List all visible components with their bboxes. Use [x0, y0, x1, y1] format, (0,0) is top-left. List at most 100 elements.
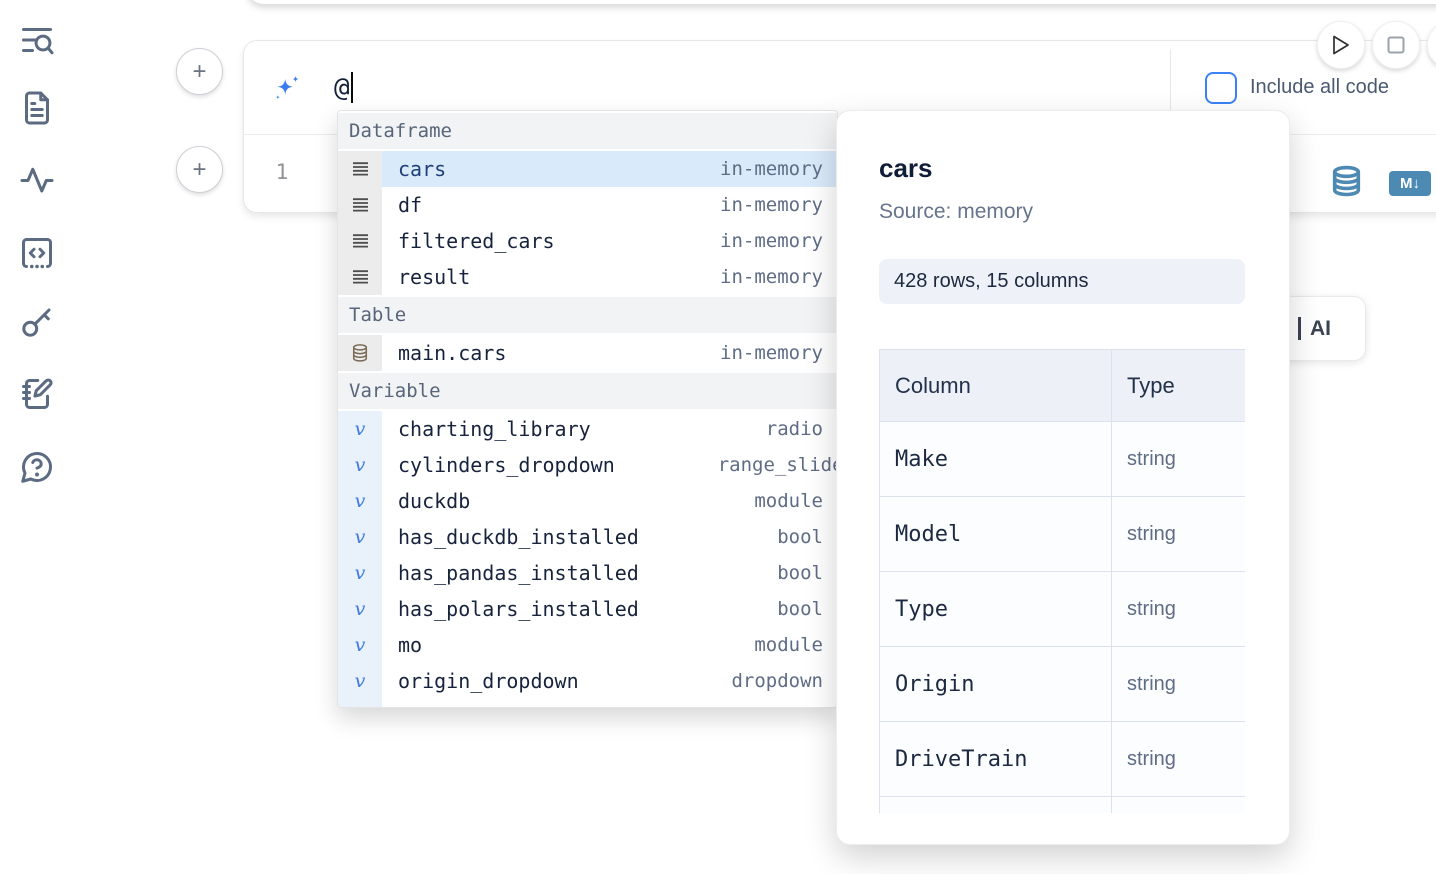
autocomplete-item-filtered_cars[interactable]: filtered_cars in-memory	[338, 223, 837, 259]
item-type: in-memory	[720, 158, 823, 180]
schema-column-name: DriveTrain	[879, 721, 1112, 797]
schema-column-name: Type	[879, 571, 1112, 647]
item-type: in-memory	[720, 194, 823, 216]
item-name: mo	[398, 633, 423, 657]
dataframe-icon	[338, 259, 382, 295]
item-type: bool	[777, 598, 823, 620]
item-name: main.cars	[398, 341, 507, 365]
schema-header-type: Type	[1111, 349, 1245, 422]
item-type: in-memory	[720, 266, 823, 288]
clipped-letter	[1298, 317, 1301, 340]
autocomplete-item-main.cars[interactable]: main.cars in-memory	[338, 335, 837, 371]
add-cell-above-button[interactable]: +	[176, 48, 223, 95]
item-type: radio	[765, 418, 823, 440]
schema-column-type: string	[1111, 646, 1245, 722]
preview-title: cars	[879, 153, 933, 183]
schema-column-name: Model	[879, 496, 1112, 572]
schema-column-name: Make	[879, 421, 1112, 497]
schema-column-name: Origin	[879, 646, 1112, 722]
variable-icon: v	[338, 555, 382, 591]
schema-column-type: string	[1111, 421, 1245, 497]
item-name: has_pandas_installed	[398, 561, 639, 585]
autocomplete-item-df[interactable]: df in-memory	[338, 187, 837, 223]
activity-icon[interactable]	[19, 161, 55, 197]
dataframe-icon	[338, 223, 382, 259]
item-type: module	[754, 490, 823, 512]
item-type: module	[754, 706, 823, 707]
schema-column-name	[879, 796, 1112, 813]
schema-header-column: Column	[879, 349, 1112, 422]
item-type: range_slider	[717, 454, 837, 476]
code-block-icon[interactable]	[19, 235, 55, 271]
item-type: dropdown	[731, 670, 823, 692]
key-icon[interactable]	[19, 304, 55, 340]
include-all-code-label[interactable]: Include all code	[1250, 76, 1389, 98]
list-search-icon[interactable]	[19, 22, 55, 58]
previous-cell-edge	[246, 0, 1436, 4]
autocomplete-item-pd[interactable]: vpdmodule	[338, 699, 837, 707]
autocomplete-item-origin_dropdown[interactable]: v origin_dropdown dropdown	[338, 663, 837, 699]
ai-sparkle-icon	[275, 75, 299, 99]
ai-prompt-row[interactable]: @ Include all code	[244, 41, 1436, 135]
item-type: bool	[777, 562, 823, 584]
text-cursor	[350, 72, 353, 103]
code-editor-row[interactable]: 1 M↓	[244, 135, 1436, 212]
schema-column-type: string	[1111, 721, 1245, 797]
schema-column-type: string	[1111, 571, 1245, 647]
play-icon	[1333, 35, 1349, 55]
schema-column-type: string	[1111, 496, 1245, 572]
dataframe-icon	[338, 151, 382, 187]
notebook-pen-icon[interactable]	[19, 376, 55, 412]
stop-button[interactable]	[1372, 21, 1420, 69]
dataframe-preview-popover: cars Source: memory 428 rows, 15 columns…	[836, 110, 1290, 845]
variable-icon: v	[338, 663, 382, 699]
variable-icon: v	[338, 483, 382, 519]
autocomplete-item-has_polars_installed[interactable]: v has_polars_installed bool	[338, 591, 837, 627]
autocomplete-item-has_pandas_installed[interactable]: v has_pandas_installed bool	[338, 555, 837, 591]
schema-column-type	[1111, 796, 1245, 813]
autocomplete-section-header: Variable	[338, 373, 837, 409]
item-name: df	[398, 193, 423, 217]
run-cell-button[interactable]	[1317, 21, 1365, 69]
item-name: cylinders_dropdown	[398, 453, 615, 477]
item-name: filtered_cars	[398, 229, 555, 253]
item-name: cars	[398, 157, 447, 181]
database-icon[interactable]	[1330, 164, 1363, 203]
variable-icon: v	[338, 519, 382, 555]
file-text-icon[interactable]	[19, 90, 55, 126]
markdown-icon[interactable]: M↓	[1389, 171, 1431, 196]
autocomplete-item-cars[interactable]: cars in-memory	[338, 151, 837, 187]
item-name: has_polars_installed	[398, 597, 639, 621]
item-type: in-memory	[720, 230, 823, 252]
help-chat-icon[interactable]	[19, 449, 55, 485]
variable-icon: v	[338, 411, 382, 447]
item-name: origin_dropdown	[398, 669, 579, 693]
item-name: pd	[398, 705, 422, 707]
table-icon	[338, 335, 382, 371]
include-all-code-checkbox[interactable]	[1205, 71, 1237, 104]
stop-icon	[1387, 36, 1405, 54]
dataframe-icon	[338, 187, 382, 223]
item-type: in-memory	[720, 342, 823, 364]
autocomplete-item-cylinders_dropdown[interactable]: v cylinders_dropdown range_slider	[338, 447, 837, 483]
autocomplete-item-result[interactable]: result in-memory	[338, 259, 837, 295]
variable-icon: v	[338, 591, 382, 627]
ai-prompt-input[interactable]: @	[334, 41, 353, 134]
variable-icon: v	[338, 447, 382, 483]
add-cell-below-button[interactable]: +	[176, 146, 223, 193]
item-type: bool	[777, 526, 823, 548]
autocomplete-section-header: Table	[338, 297, 837, 333]
item-name: result	[398, 265, 471, 289]
